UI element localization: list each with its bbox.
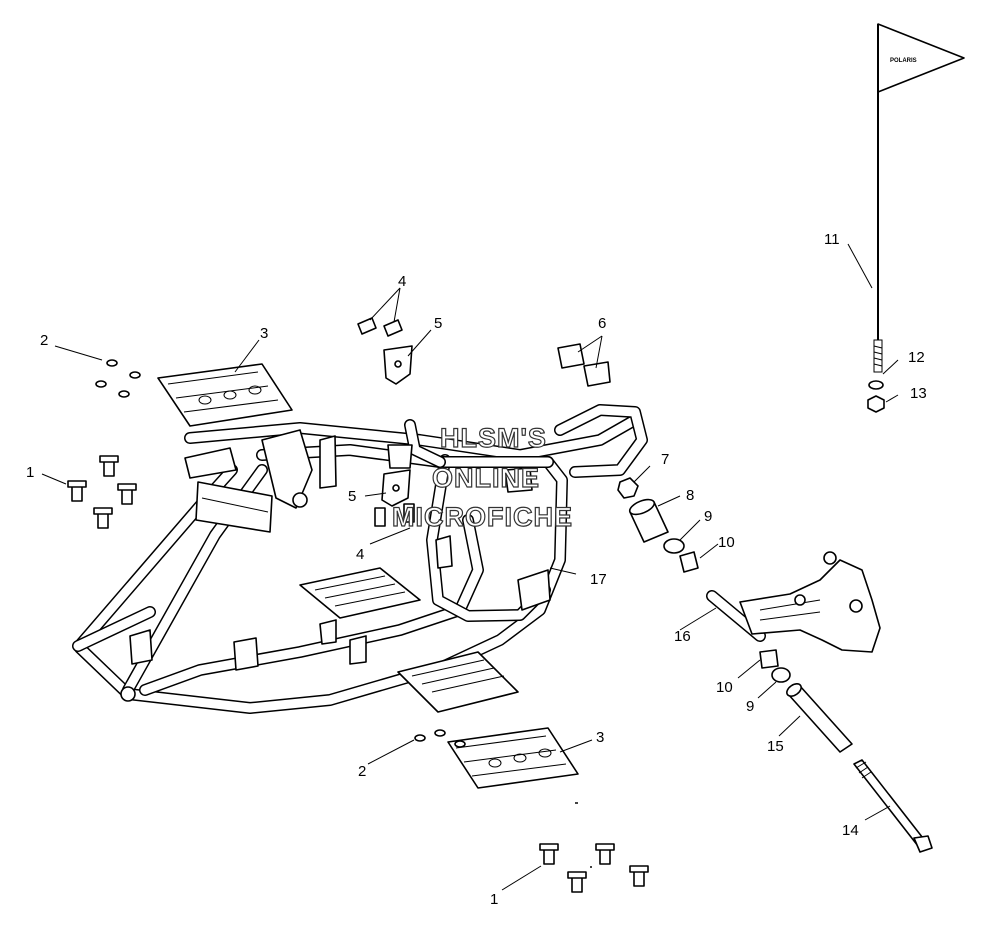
bearing-lower [759, 649, 779, 669]
scan-speckles [575, 802, 592, 868]
flag-washer [868, 380, 884, 390]
bolts-lower [539, 843, 649, 893]
callout-5-mid: 5 [348, 488, 356, 505]
callout-3-lower: 3 [596, 729, 604, 746]
steering-nut [617, 477, 639, 499]
callout-14: 14 [842, 822, 859, 839]
callout-6: 6 [598, 315, 606, 332]
callout-7: 7 [661, 451, 669, 468]
callout-10-lower: 10 [716, 679, 733, 696]
leader-lines [41, 243, 899, 891]
flag-text: POLARIS [890, 58, 917, 64]
callout-4-mid: 4 [356, 546, 364, 563]
steering-bushing [628, 498, 669, 543]
callout-5-upper: 5 [434, 315, 442, 332]
bushing-washer-upper [663, 538, 685, 554]
safety-flag: POLARIS [873, 23, 965, 373]
washers-upper [95, 359, 141, 398]
watermark-line-1: HLSM'S [440, 423, 547, 453]
callout-13: 13 [910, 385, 927, 402]
callout-11: 11 [824, 231, 840, 248]
steering-tube [786, 683, 853, 753]
callout-1-upper: 1 [26, 464, 34, 481]
bolts-upper [67, 455, 137, 529]
bushing-washer-lower [771, 667, 791, 683]
callout-4-upper: 4 [398, 273, 406, 290]
steering-shaft [853, 759, 933, 853]
screws-upper [357, 317, 403, 337]
skid-plate-lower [447, 727, 579, 789]
callouts: 2 3 1 4 5 6 5 4 7 8 9 10 17 16 10 9 15 1… [26, 231, 927, 908]
bracket-mid [381, 469, 411, 507]
clips [557, 343, 611, 387]
flag-nut [867, 395, 885, 413]
callout-1-lower: 1 [490, 891, 498, 908]
watermark-line-3: MICROFICHE [392, 502, 573, 532]
callout-2-upper: 2 [40, 332, 48, 349]
callout-3-upper: 3 [260, 325, 268, 342]
watermark: HLSM'S ONLINE MICROFICHE [391, 422, 573, 532]
callout-9-upper: 9 [704, 508, 712, 525]
callout-12: 12 [908, 349, 925, 366]
callout-9-lower: 9 [746, 698, 754, 715]
callout-16: 16 [674, 628, 691, 645]
washers-lower [414, 729, 466, 748]
callout-10-upper: 10 [718, 534, 735, 551]
main-frame [72, 404, 648, 714]
bracket-upper [383, 345, 413, 385]
callout-17: 17 [590, 571, 607, 588]
skid-plate-upper [157, 363, 293, 427]
steering-post-frame [706, 551, 881, 653]
bearing-upper [679, 551, 699, 573]
callout-2-lower: 2 [358, 763, 366, 780]
callout-15: 15 [767, 738, 784, 755]
watermark-line-2: ONLINE [432, 463, 540, 493]
screws-mid [374, 503, 415, 527]
callout-8: 8 [686, 487, 694, 504]
